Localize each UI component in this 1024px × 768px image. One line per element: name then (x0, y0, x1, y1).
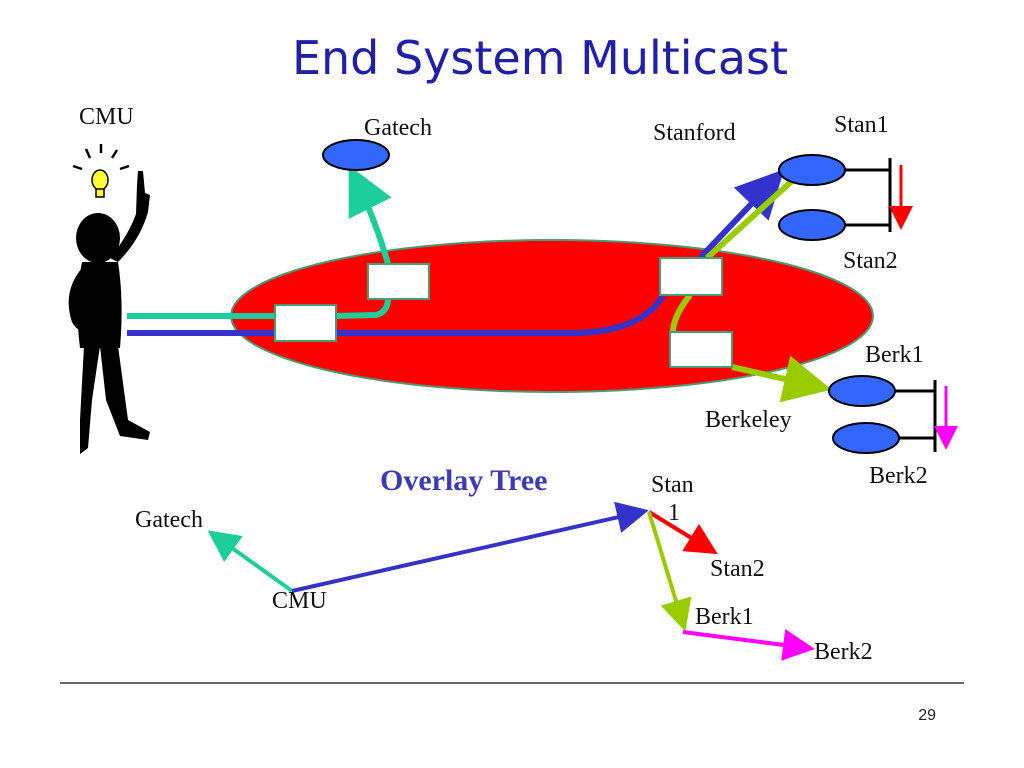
stanford-arrow (697, 169, 785, 261)
page-number: 29 (918, 707, 936, 724)
stanford-lan-bus (845, 158, 892, 232)
gatech-label: Gatech (364, 115, 432, 141)
gatech-arrow (348, 165, 392, 265)
overlay-cmu-label: CMU (272, 588, 327, 614)
overlay-stan1-label-line1: Stan (651, 472, 694, 498)
overlay-stan1-stan2-edge (647, 510, 718, 555)
berk1-label: Berk1 (865, 342, 924, 368)
overlay-tree-title: Overlay Tree (380, 464, 547, 497)
router-to-gatech-router-path (335, 297, 391, 319)
host-stan2 (778, 209, 846, 241)
overlay-berk1-berk2-edge (682, 629, 815, 661)
overlay-gatech-label: Gatech (135, 507, 203, 533)
cmu-label: CMU (79, 104, 134, 130)
overlay-stan1-label-line2: 1 (668, 500, 680, 526)
berkeley-arrow (731, 355, 832, 403)
overlay-berk1-label: Berk1 (695, 604, 754, 630)
router-to-stanford-router-path (336, 294, 666, 336)
stanford-label: Stanford (653, 120, 736, 146)
overlay-cmu-stan1-edge (291, 501, 649, 593)
host-berk1 (828, 375, 896, 407)
stan1-relay-path (704, 177, 796, 261)
slide-title: End System Multicast (292, 31, 788, 85)
berkeley-lan-bus (895, 380, 937, 452)
cmu-user-figure-icon (68, 144, 150, 454)
router-gatech (367, 263, 430, 300)
overlay-berk2-label: Berk2 (814, 639, 873, 665)
router-cmu (274, 304, 337, 342)
berkeley-label: Berkeley (705, 407, 792, 433)
router-berkeley (669, 331, 733, 368)
overlay-stan2-label: Stan2 (710, 556, 765, 582)
host-berk2 (832, 422, 900, 454)
stan2-label: Stan2 (843, 248, 898, 274)
overlay-cmu-gatech-edge (207, 530, 294, 593)
host-gatech (322, 139, 390, 171)
overlay-stan1-berk1-edge (647, 511, 692, 632)
router-stanford (659, 257, 723, 296)
host-stan1 (778, 154, 846, 186)
berk2-label: Berk2 (869, 463, 928, 489)
lightbulb-icon (72, 144, 130, 198)
stan1-label: Stan1 (834, 112, 889, 138)
